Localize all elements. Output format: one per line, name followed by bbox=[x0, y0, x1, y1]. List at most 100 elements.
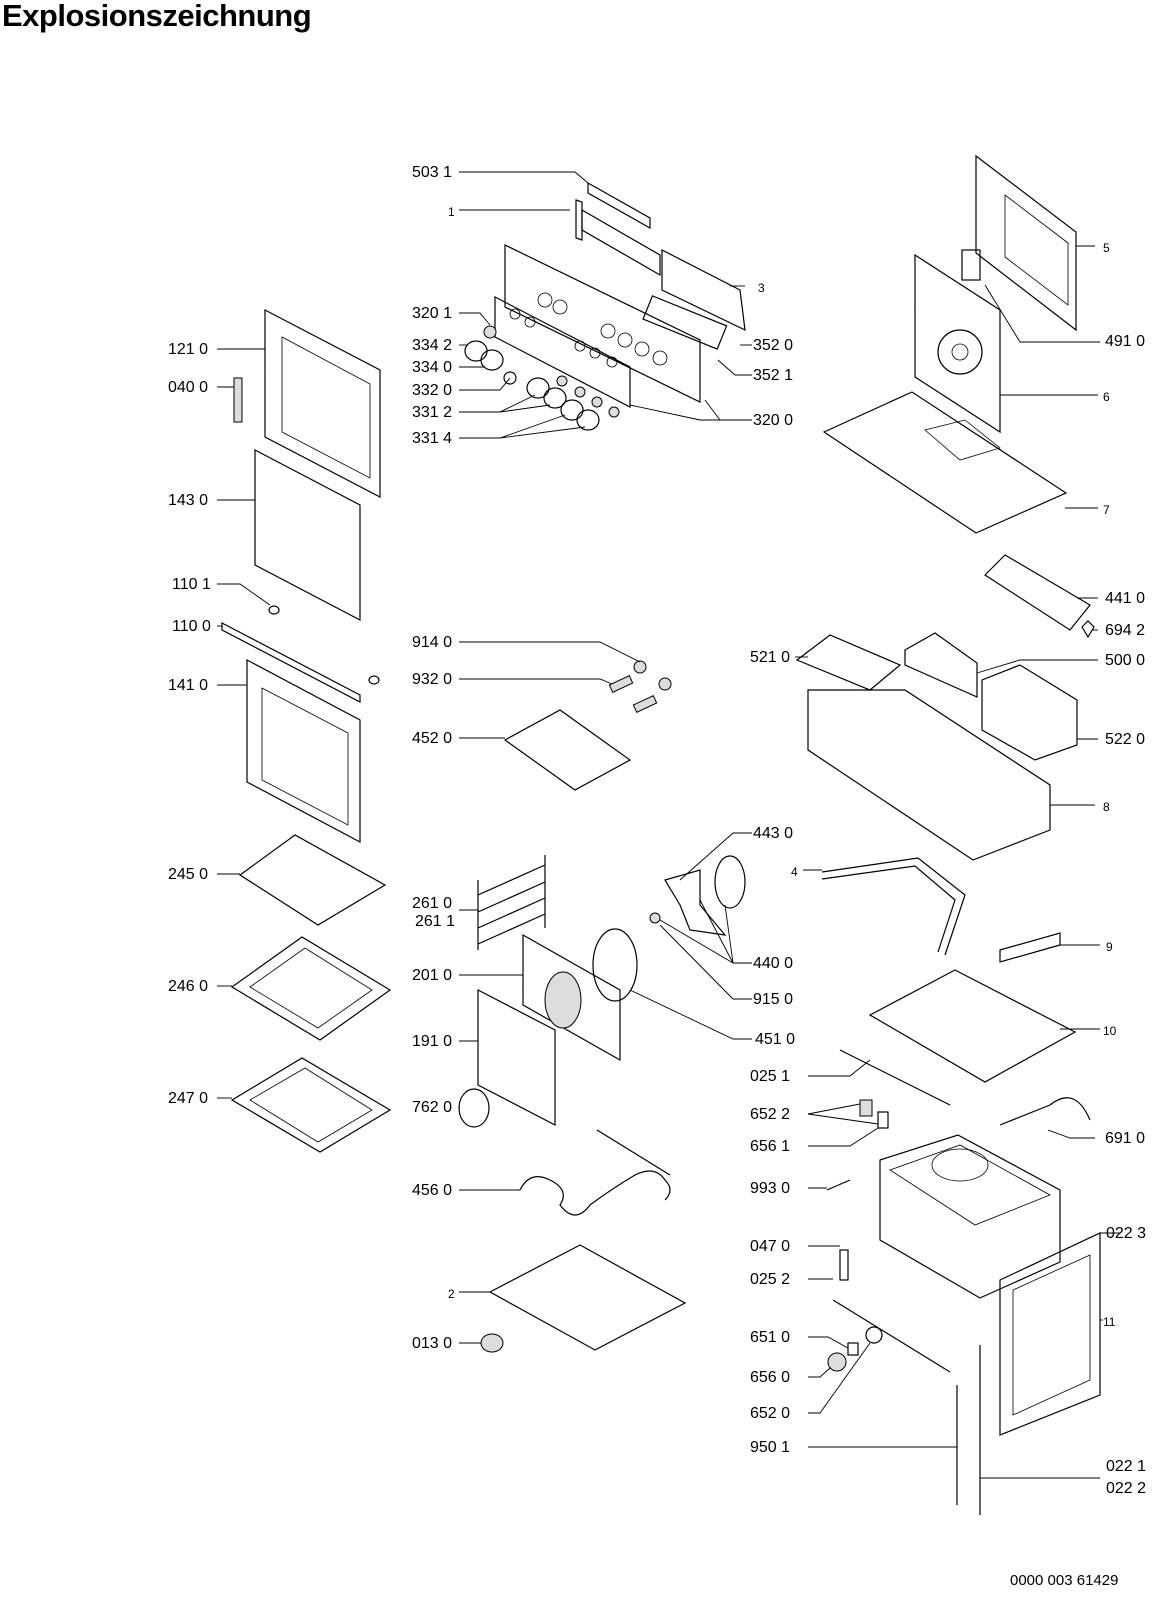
part-label-352-1: 352 1 bbox=[753, 367, 794, 384]
top-plate-part bbox=[822, 391, 1068, 534]
lamp-cover-part bbox=[458, 1088, 490, 1128]
circular-element-part bbox=[592, 928, 638, 1002]
part-label-040-0: 040 0 bbox=[168, 379, 209, 396]
part-label-503-1: 503 1 bbox=[412, 164, 453, 181]
part-label-110-1: 110 1 bbox=[172, 576, 211, 593]
outer-door-frame-part bbox=[264, 309, 381, 498]
part-label-500-0: 500 0 bbox=[1105, 652, 1146, 669]
part-label-025-2: 025 2 bbox=[750, 1271, 791, 1288]
part-label-331-2: 331 2 bbox=[412, 404, 453, 421]
cavity-bracket-part bbox=[839, 1249, 849, 1281]
cooling-fan-part bbox=[984, 554, 1095, 639]
part-label-121-0: 121 0 bbox=[168, 341, 209, 358]
hinge-part bbox=[233, 377, 243, 423]
part-label-451-0: 451 0 bbox=[755, 1031, 796, 1048]
cover-bracket-part bbox=[999, 932, 1061, 963]
control-module-part bbox=[981, 664, 1078, 761]
part-label-694-2: 694 2 bbox=[1105, 622, 1146, 639]
door-trim-part bbox=[221, 605, 380, 703]
part-label-8: 8 bbox=[1103, 800, 1110, 814]
oven-foot-part bbox=[480, 1333, 504, 1353]
part-label-110-0: 110 0 bbox=[172, 618, 211, 635]
part-label-022-1: 022 1 bbox=[1106, 1458, 1147, 1475]
fan-cover-part bbox=[914, 253, 1001, 434]
oven-cavity-part bbox=[879, 1134, 1061, 1299]
rear-fan-panel-part bbox=[522, 933, 621, 1062]
part-label-334-0: 334 0 bbox=[412, 359, 453, 376]
part-label-656-1: 656 1 bbox=[750, 1138, 791, 1155]
part-label-914-0: 914 0 bbox=[412, 634, 453, 651]
part-label-191-0: 191 0 bbox=[412, 1033, 453, 1050]
part-label-4: 4 bbox=[791, 865, 798, 879]
part-label-331-4: 331 4 bbox=[412, 430, 453, 447]
seal-gasket-part bbox=[477, 989, 556, 1126]
part-label-013-0: 013 0 bbox=[412, 1335, 453, 1352]
part-label-247-0: 247 0 bbox=[168, 1090, 209, 1107]
part-label-334-2: 334 2 bbox=[412, 337, 453, 354]
terminal-block-part bbox=[961, 249, 981, 281]
part-label-141-0: 141 0 bbox=[168, 677, 209, 694]
part-label-440-0: 440 0 bbox=[753, 955, 794, 972]
part-label-320-1: 320 1 bbox=[412, 305, 453, 322]
part-label-11: 11 bbox=[1103, 1315, 1116, 1329]
part-label-025-1: 025 1 bbox=[750, 1068, 791, 1085]
side-door-frame-part bbox=[999, 1232, 1101, 1436]
wire-rack-part bbox=[238, 834, 387, 926]
part-label-691-0: 691 0 bbox=[1105, 1130, 1146, 1147]
part-label-332-0: 332 0 bbox=[412, 382, 453, 399]
side-rails-part bbox=[477, 855, 546, 950]
part-label-915-0: 915 0 bbox=[753, 991, 794, 1008]
part-label-932-0: 932 0 bbox=[412, 671, 453, 688]
part-label-047-0: 047 0 bbox=[750, 1238, 791, 1255]
part-label-022-3: 022 3 bbox=[1106, 1225, 1147, 1242]
knobs-part bbox=[464, 325, 620, 431]
part-label-9: 9 bbox=[1106, 940, 1113, 954]
screw-part bbox=[826, 1179, 851, 1191]
part-label-10: 10 bbox=[1103, 1024, 1117, 1038]
fan-motor-part bbox=[714, 855, 746, 909]
part-label-651-0: 651 0 bbox=[750, 1329, 791, 1346]
relay-module-part bbox=[904, 632, 978, 698]
part-label-950-1: 950 1 bbox=[750, 1439, 791, 1456]
leader-lines bbox=[217, 171, 1120, 1479]
front-glass-part bbox=[246, 659, 361, 843]
part-label-491-0: 491 0 bbox=[1105, 333, 1146, 350]
part-label-1: 1 bbox=[448, 205, 455, 219]
part-label-441-0: 441 0 bbox=[1105, 590, 1146, 607]
side-strip-part bbox=[839, 1049, 951, 1106]
cavity-top-part bbox=[868, 969, 1077, 1083]
document-number: 0000 003 61429 bbox=[1010, 1572, 1119, 1589]
part-label-261-0: 261 0 bbox=[412, 895, 453, 912]
thermostat-part bbox=[859, 1099, 889, 1129]
part-label-993-0: 993 0 bbox=[750, 1180, 791, 1197]
part-label-246-0: 246 0 bbox=[168, 978, 209, 995]
part-label-143-0: 143 0 bbox=[168, 492, 209, 509]
part-label-261-1: 261 1 bbox=[415, 913, 456, 930]
part-label-652-0: 652 0 bbox=[750, 1405, 791, 1422]
part-label-521-0: 521 0 bbox=[750, 649, 791, 666]
part-label-6: 6 bbox=[1103, 390, 1110, 404]
sensor-probe-part bbox=[999, 1097, 1091, 1126]
switch-block-part bbox=[642, 295, 728, 350]
vertical-strips-part bbox=[956, 1345, 981, 1515]
bottom-plate-part bbox=[488, 1244, 687, 1351]
part-label-2: 2 bbox=[448, 1287, 455, 1301]
trim-strip-part bbox=[587, 181, 651, 230]
electronic-module-part bbox=[795, 634, 902, 691]
rear-cover-part bbox=[975, 154, 1077, 332]
control-bracket-part bbox=[575, 199, 746, 332]
part-label-201-0: 201 0 bbox=[412, 967, 453, 984]
part-label-352-0: 352 0 bbox=[753, 337, 794, 354]
part-label-456-0: 456 0 bbox=[412, 1182, 453, 1199]
deep-tray-part bbox=[230, 1057, 392, 1153]
top-heating-element-part bbox=[503, 660, 672, 791]
fan-blade-part bbox=[649, 869, 727, 936]
inner-glass-part bbox=[254, 449, 361, 621]
control-panel-part bbox=[494, 244, 701, 408]
page-title: Explosionszeichnung bbox=[2, 0, 312, 33]
frame-bracket-part bbox=[821, 857, 966, 956]
lamp-parts bbox=[827, 1326, 883, 1372]
part-label-3: 3 bbox=[758, 281, 765, 295]
part-label-652-2: 652 2 bbox=[750, 1106, 791, 1123]
